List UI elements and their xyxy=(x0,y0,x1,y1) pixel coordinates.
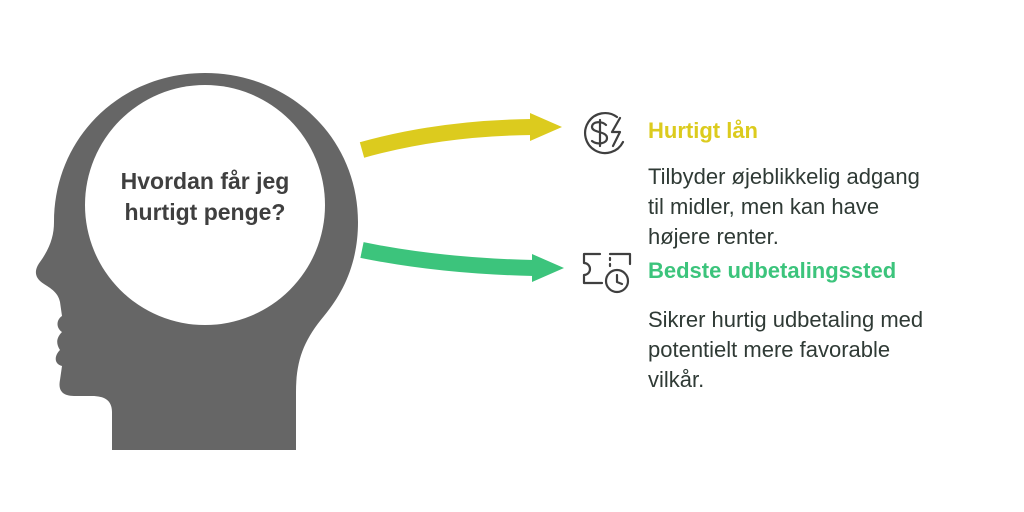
question-line-1: Hvordan får jeg xyxy=(120,168,290,194)
option-2-desc-line-3: vilkår. xyxy=(648,367,705,392)
arrowhead-option-1 xyxy=(530,113,562,141)
ticket-clock-icon xyxy=(582,252,632,294)
option-1-desc-line-2: til midler, men kan have xyxy=(648,194,880,219)
thought-circle xyxy=(85,85,325,325)
question-line-2: hurtigt penge? xyxy=(124,199,286,225)
option-1-description: Tilbyder øjeblikkelig adgang til midler,… xyxy=(648,162,993,252)
arrowhead-option-2 xyxy=(532,254,564,282)
arrow-to-option-2 xyxy=(360,242,535,276)
option-2-description: Sikrer hurtig udbetaling med potentielt … xyxy=(648,305,993,395)
option-1-title: Hurtigt lån xyxy=(648,118,758,143)
option-1-desc-line-1: Tilbyder øjeblikkelig adgang xyxy=(648,164,920,189)
central-question: Hvordan får jeg hurtigt penge? xyxy=(95,166,315,228)
option-2-title: Bedste udbetalingssted xyxy=(648,258,897,283)
option-2-desc-line-1: Sikrer hurtig udbetaling med xyxy=(648,307,924,332)
option-2-desc-line-2: potentielt mere favorable xyxy=(648,337,891,362)
dollar-lightning-icon xyxy=(584,112,625,155)
option-1-desc-line-3: højere renter. xyxy=(648,224,779,249)
arrow-to-option-1 xyxy=(359,119,533,158)
